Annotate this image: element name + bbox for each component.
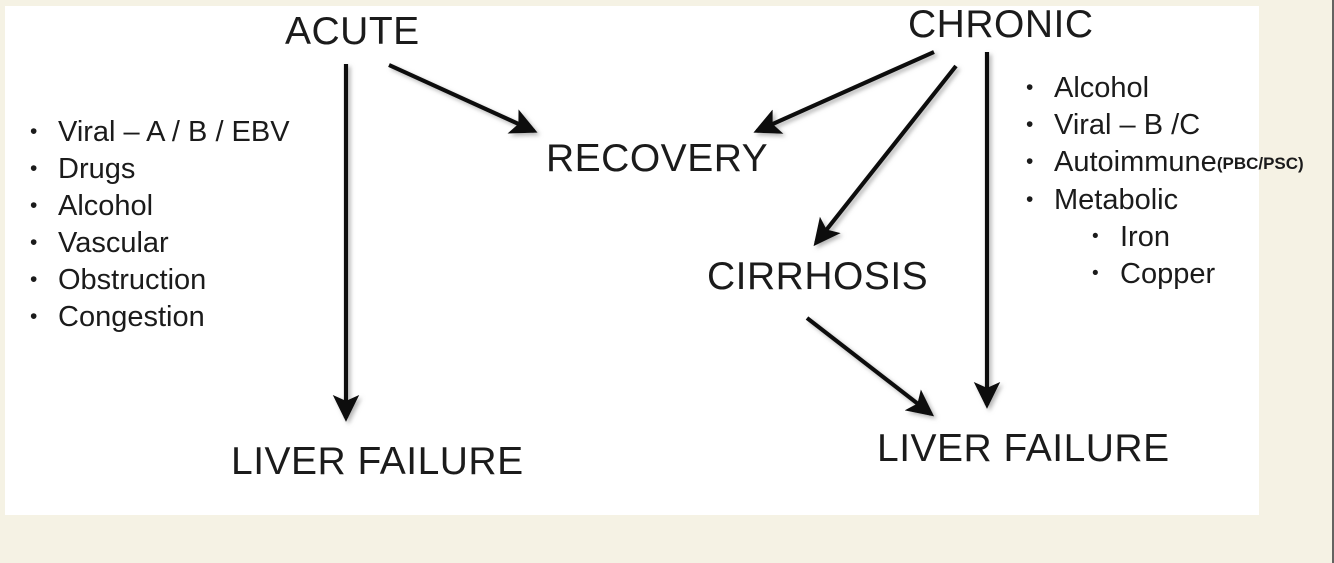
list-item: Viral – A / B / EBV [24, 113, 290, 151]
list-item-label: Metabolic [1054, 184, 1179, 216]
list-item-label: Viral – B /C [1054, 109, 1201, 141]
list-item: Viral – B /C [1020, 106, 1304, 144]
autoimmune-note: (PBC/PSC) [1216, 154, 1304, 173]
list-item-label: Alcohol [1054, 72, 1150, 104]
list-item: Alcohol [1020, 69, 1304, 107]
acute-causes-list: Viral – A / B / EBV Drugs Alcohol Vascul… [24, 113, 290, 336]
sublist-item: Copper [1054, 255, 1304, 293]
list-item-label: Autoimmune [1054, 146, 1217, 178]
list-item: Drugs [24, 150, 290, 188]
node-cirrhosis: CIRRHOSIS [707, 255, 929, 298]
list-item: Metabolic Iron Copper [1020, 181, 1304, 293]
node-recovery: RECOVERY [546, 137, 769, 180]
node-chronic: CHRONIC [908, 3, 1094, 46]
list-item: Congestion [24, 298, 290, 336]
list-item: Obstruction [24, 261, 290, 299]
list-item: Autoimmune(PBC/PSC) [1020, 143, 1304, 182]
chronic-causes-list: Alcohol Viral – B /C Autoimmune(PBC/PSC)… [1020, 69, 1304, 293]
list-item: Vascular [24, 224, 290, 262]
node-liver-failure-right: LIVER FAILURE [877, 427, 1170, 470]
list-item: Alcohol [24, 187, 290, 225]
metabolic-sublist: Iron Copper [1054, 218, 1304, 293]
sublist-item: Iron [1054, 218, 1304, 256]
slide-right-border [1332, 0, 1334, 563]
node-liver-failure-left: LIVER FAILURE [231, 440, 524, 483]
node-acute: ACUTE [285, 10, 420, 53]
